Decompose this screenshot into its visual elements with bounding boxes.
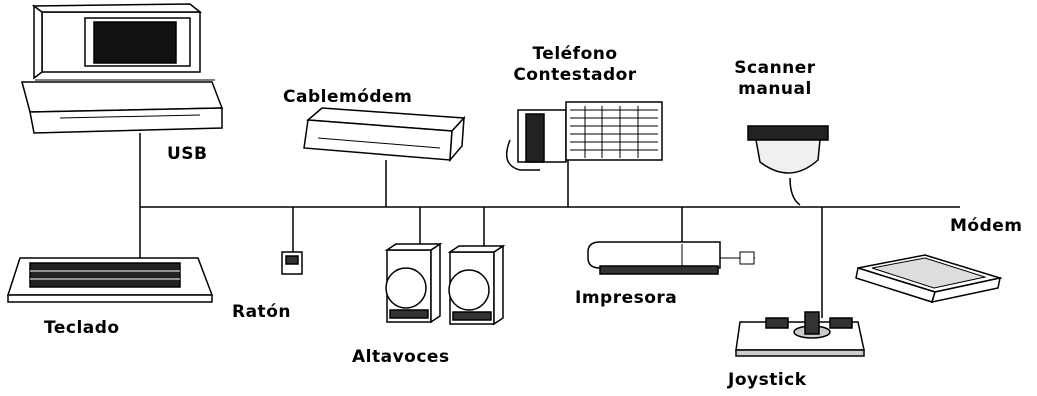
- joystick-icon: [735, 311, 865, 357]
- joystick-label: Joystick: [728, 370, 807, 390]
- usb-label: USB: [167, 144, 208, 164]
- cablemodem-label: Cablemódem: [283, 87, 413, 107]
- telefono-label-line1: Teléfono: [532, 44, 618, 64]
- scanner-label-line2: manual: [738, 79, 812, 99]
- computer-icon: [21, 3, 224, 134]
- mouse-icon: [281, 251, 303, 275]
- altavoces-label: Altavoces: [352, 347, 450, 367]
- speaker-right-icon: [447, 244, 506, 326]
- cablemodem-icon: [303, 107, 466, 163]
- telefono-label-line2: Contestador: [513, 65, 637, 85]
- teclado-label: Teclado: [44, 318, 120, 338]
- hand-scanner-icon: [747, 125, 829, 206]
- phone-answering-machine-icon: [505, 101, 663, 171]
- scanner-label-line1: Scanner: [734, 58, 816, 78]
- printer-icon: [587, 241, 755, 275]
- modem-icon: [855, 254, 1003, 303]
- keyboard-icon: [6, 257, 214, 303]
- modem-label: Módem: [950, 216, 1023, 236]
- raton-label: Ratón: [232, 302, 291, 322]
- speaker-left-icon: [384, 242, 443, 324]
- impresora-label: Impresora: [575, 288, 678, 308]
